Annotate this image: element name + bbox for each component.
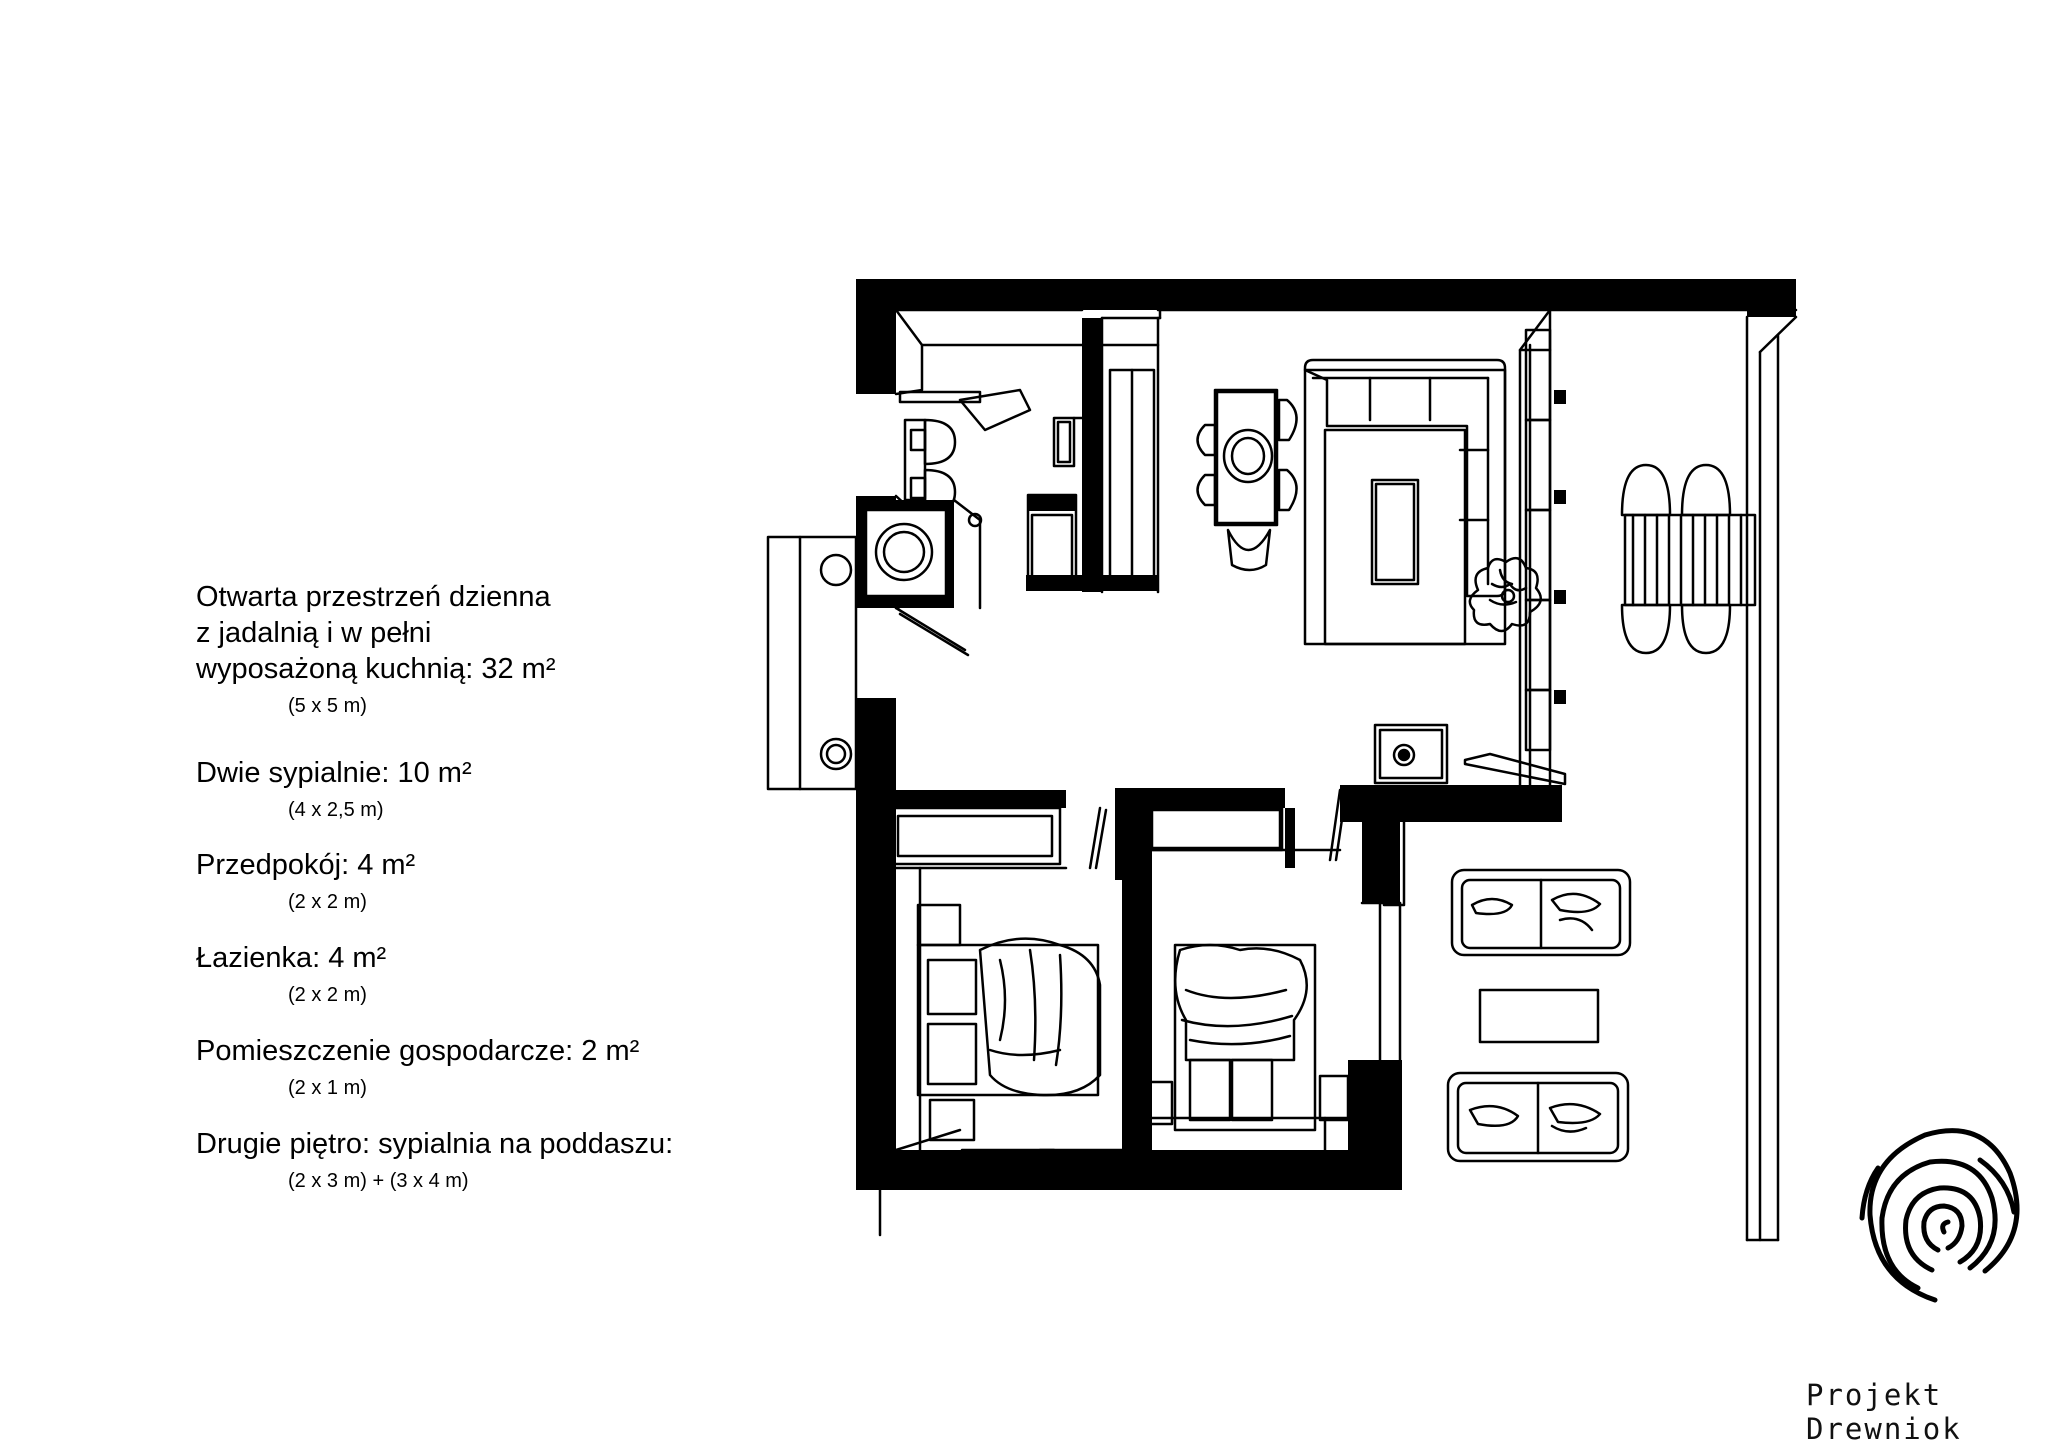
bedroom-2-door [1328,788,1348,862]
entrance-deck [766,535,858,791]
legend-item-hallway: Przedpokój: 4 m² (2 x 2 m) [196,847,415,915]
legend-label-line: Pomieszczenie gospodarcze: 2 m² [196,1035,640,1067]
terrace-sofa-bottom [1446,1071,1630,1163]
legend-item-attic: Drugie piętro: sypialnia na poddaszu: (2… [196,1126,673,1194]
legend-dimensions: (2 x 2 m) [288,984,367,1006]
living-room-sofa [1303,358,1507,646]
legend-item-utility-room: Pomieszczenie gospodarcze: 2 m² (2 x 1 m… [196,1033,639,1101]
legend-label-line: Łazienka: 4 m² [196,942,387,974]
interior-walls [856,318,1562,903]
legend-dimensions: (5 x 5 m) [288,695,367,717]
legend-dimensions: (2 x 1 m) [288,1077,367,1099]
dining-table [1196,388,1298,572]
wall-perspective-lines [878,308,1798,1242]
legend-label-line: Otwarta przestrzeń dzienna [196,581,551,613]
hall-wardrobe [1026,368,1156,589]
legend-dimensions: (2 x 3 m) + (3 x 4 m) [288,1170,469,1192]
legend-item-bathroom: Łazienka: 4 m² (2 x 2 m) [196,940,386,1008]
brand-name: Projekt Drewniok [1806,1378,1962,1446]
potted-plant [1468,556,1543,633]
hallway-shoe-cabinet [1382,818,1406,907]
bathroom-fixtures [898,388,1084,516]
legend-label-line: Dwie sypialnie: 10 m² [196,757,472,789]
window-frames [1524,328,1566,752]
bedroom-1-sliding-window [960,1148,1124,1180]
legend-label-line: Drugie piętro: sypialnia na poddaszu: [196,1128,674,1160]
legend-label-line: z jadalnią i w pełni [196,617,432,649]
legend-dimensions: (2 x 2 m) [288,891,367,913]
bedroom-2-furniture [1140,806,1350,1132]
kitchen-counter [1373,723,1567,786]
bedroom-1-furniture [888,806,1102,1142]
terrace-table-set [1620,463,1757,655]
terrace-sofa-top [1450,868,1632,957]
terrace-coffee-table [1478,988,1600,1044]
legend-label-line: wyposażoną kuchnią: 32 m² [196,653,556,685]
legend-label-line: Przedpokój: 4 m² [196,849,416,881]
washing-machine [856,498,983,610]
fingerprint-tree-rings-icon [1859,1128,2020,1303]
legend-item-living-area: Otwarta przestrzeń dzienna z jadalnią i … [196,579,555,719]
bedroom-1-door [1088,806,1108,870]
legend-item-bedrooms: Dwie sypialnie: 10 m² (4 x 2,5 m) [196,755,472,823]
entrance-door [894,606,970,657]
legend-dimensions: (4 x 2,5 m) [288,799,384,821]
